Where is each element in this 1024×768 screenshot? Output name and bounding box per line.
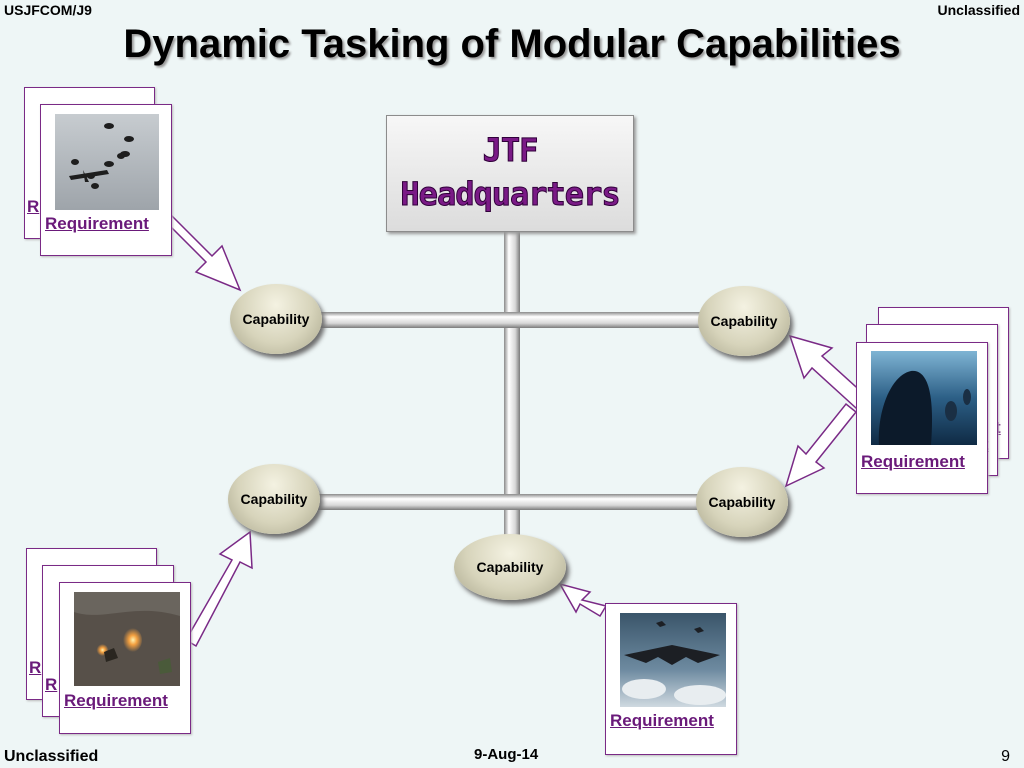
soldiers-firing-photo [74, 592, 180, 686]
requirement-label: R [29, 658, 42, 677]
arrow-right-upper [788, 334, 868, 410]
requirement-label: R [45, 675, 58, 694]
requirement-card-submarine[interactable]: Requirement [856, 342, 988, 494]
slide-title: Dynamic Tasking of Modular Capabilities [123, 22, 901, 66]
hq-line-1: JTF [482, 131, 539, 170]
page-number: 9 [1001, 748, 1010, 765]
capability-mid-right[interactable]: Capability [696, 467, 788, 537]
classification-bottom: Unclassified [4, 748, 99, 765]
jtf-headquarters-box: JTF Headquarters [386, 115, 634, 232]
stealth-bomber-photo [620, 613, 726, 707]
requirement-label: R [27, 197, 40, 216]
hq-line-2: Headquarters [400, 175, 621, 214]
requirement-card-paratroopers[interactable]: Requirement [40, 104, 172, 256]
requirement-label: Requirement [45, 214, 149, 233]
paratroopers-photo [55, 114, 159, 210]
arrow-right-lower [784, 402, 858, 488]
classification-top: Unclassified [937, 2, 1020, 18]
requirement-card-soldiers[interactable]: Requirement [59, 582, 191, 734]
requirement-label: Requirement [610, 711, 714, 730]
capability-bottom[interactable]: Capability [454, 534, 566, 600]
arrow-bottom-left [184, 530, 253, 648]
org-label: USJFCOM/J9 [4, 2, 92, 18]
top-branch-connector [320, 312, 704, 328]
arrow-top-left [160, 210, 242, 292]
trunk-connector [504, 230, 520, 550]
capability-top-left[interactable]: Capability [230, 284, 322, 354]
capability-top-right[interactable]: Capability [698, 286, 790, 356]
mid-branch-connector [318, 494, 704, 510]
requirement-label: Requirement [64, 691, 168, 710]
requirement-label: Requirement [861, 452, 965, 471]
arrow-bottom-right [558, 582, 608, 618]
capability-mid-left[interactable]: Capability [228, 464, 320, 534]
submarine-photo [871, 351, 977, 445]
slide-date: 9-Aug-14 [474, 746, 539, 763]
requirement-card-bomber[interactable]: Requirement [605, 603, 737, 755]
